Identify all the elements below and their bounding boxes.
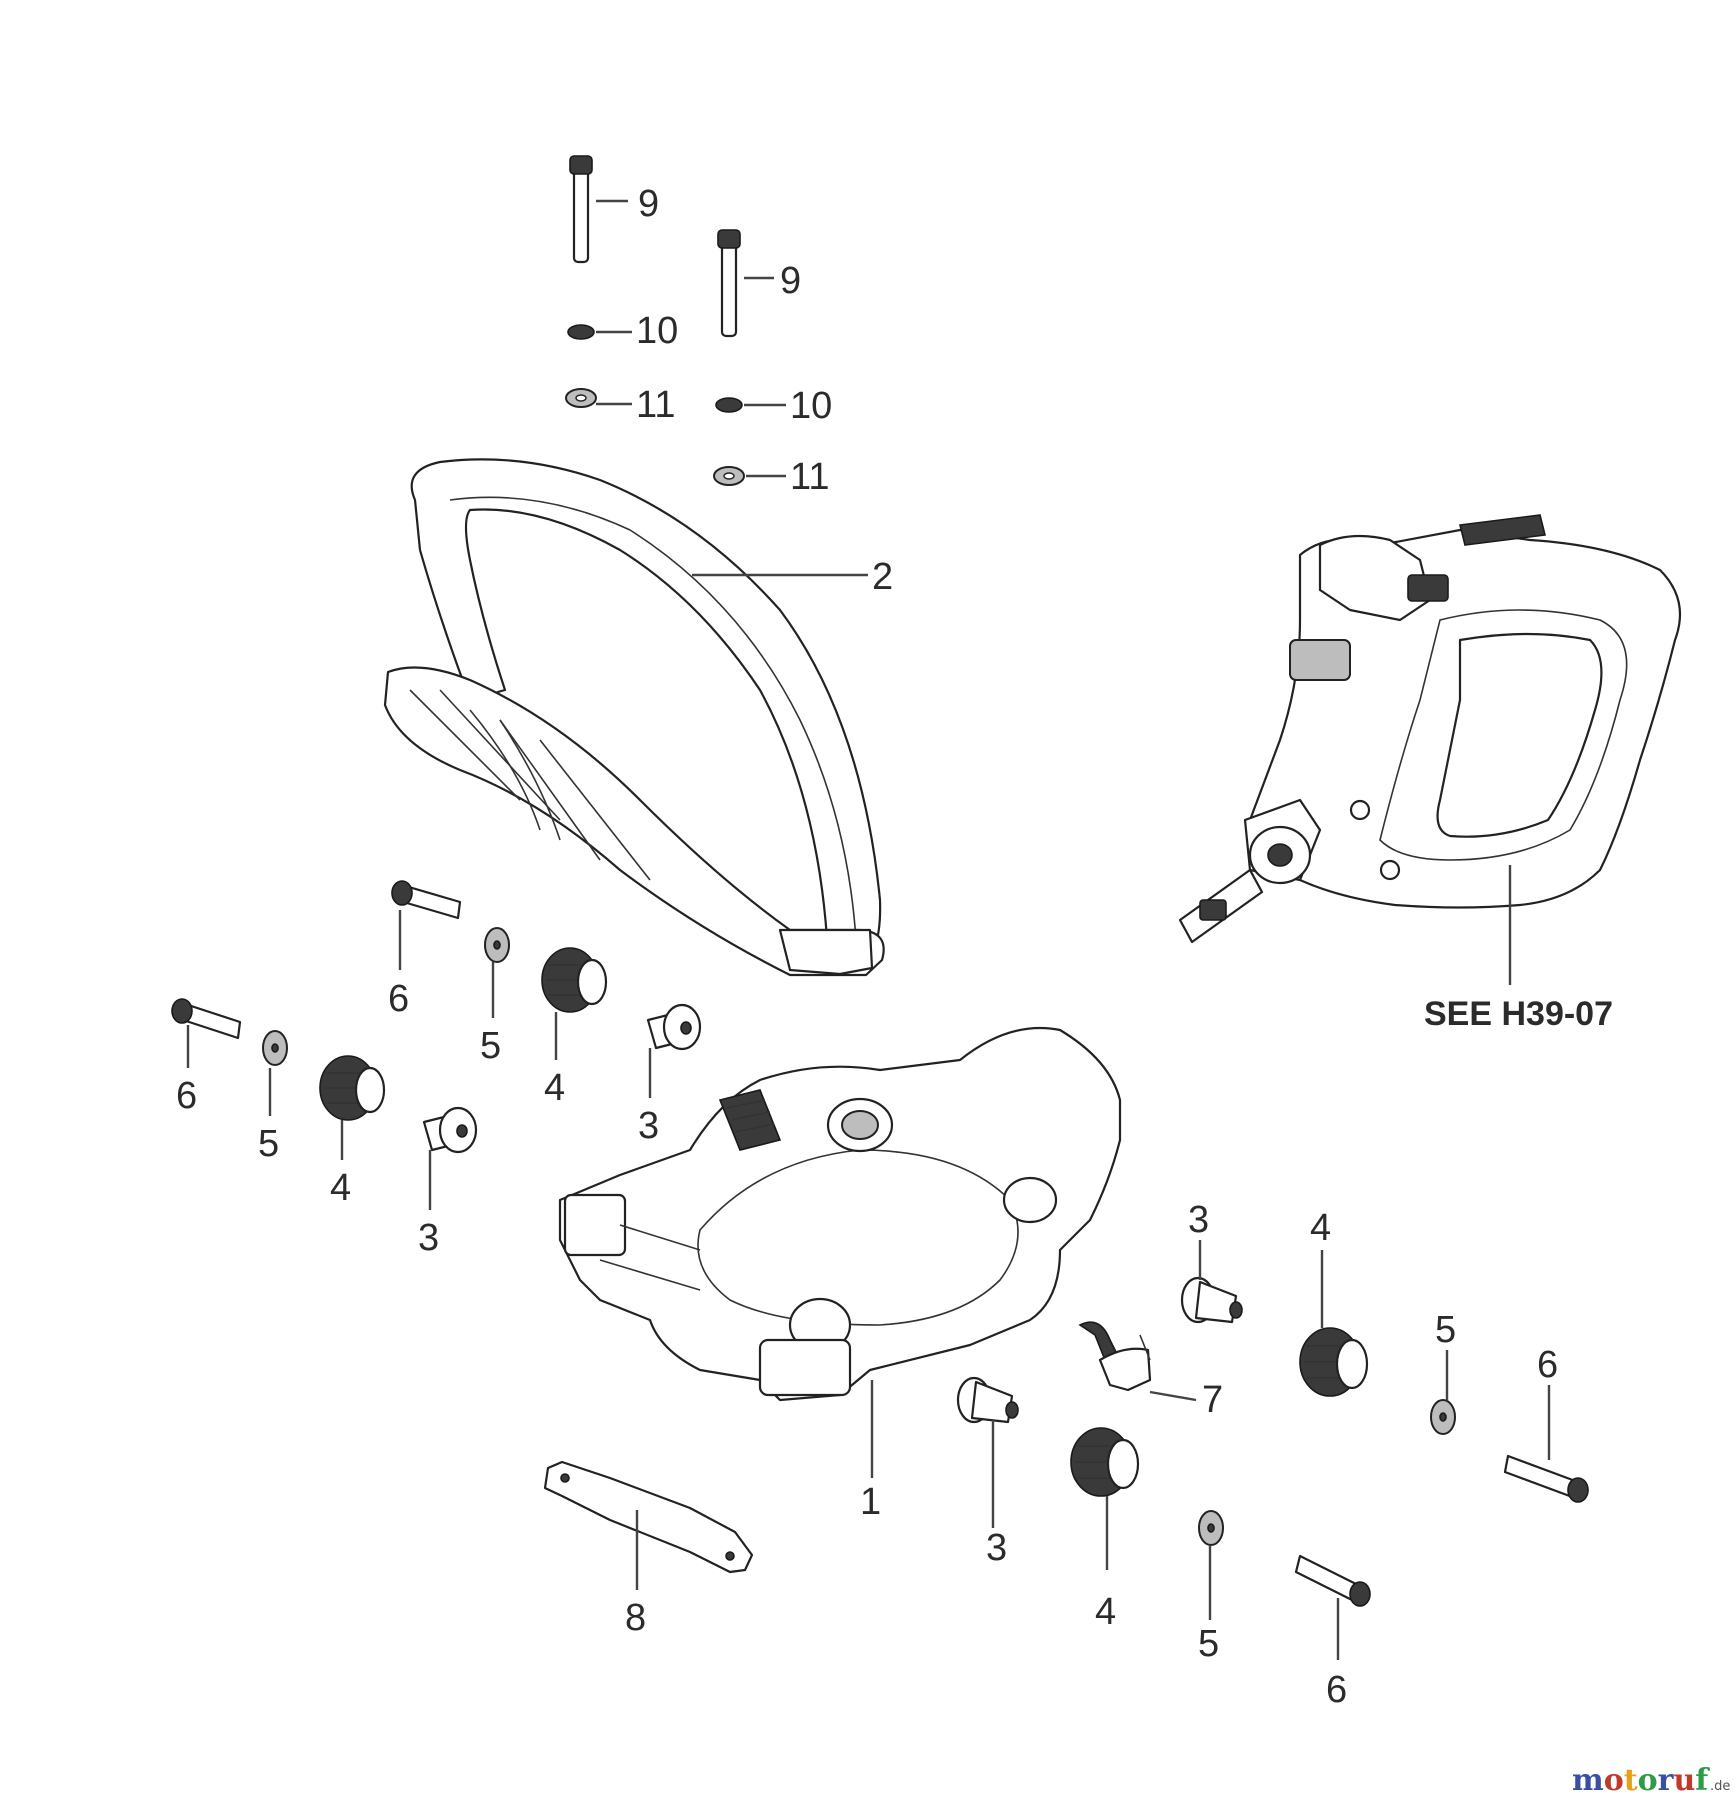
callout-6-a: 6 (388, 978, 409, 1020)
plate-part-8 (543, 1460, 754, 1574)
washer-part-11-left (565, 388, 597, 408)
lock-washer-part-10-left (567, 324, 595, 340)
watermark-letter: o (1638, 1763, 1658, 1798)
watermark-domain: .de (1710, 1779, 1730, 1794)
screw-part-6-c (1503, 1454, 1589, 1503)
watermark-letter: f (1695, 1763, 1710, 1798)
callout-5-a: 5 (480, 1025, 501, 1067)
callout-8: 8 (625, 1597, 646, 1639)
leader-lines (186, 199, 1551, 1660)
callout-1: 1 (860, 1481, 881, 1523)
front-handle-part-2 (383, 458, 885, 977)
watermark-letter: u (1673, 1763, 1695, 1798)
handle-bracket-part-1 (558, 1026, 1122, 1402)
callout-4-c: 4 (1310, 1207, 1331, 1249)
screw-part-6-a (391, 880, 462, 920)
washer-part-5-c (1430, 1399, 1456, 1435)
bolt-part-9-right (717, 229, 741, 338)
callout-10-left: 10 (636, 310, 678, 352)
grommet-part-4-a (541, 947, 608, 1013)
clip-part-7 (1078, 1321, 1152, 1392)
washer-part-11-right (713, 466, 745, 486)
callout-6-d: 6 (1326, 1669, 1347, 1711)
callout-3-b: 3 (418, 1217, 439, 1259)
bolt-part-9-left (569, 155, 593, 264)
washer-part-5-a (484, 927, 510, 963)
callout-11-right: 11 (790, 456, 829, 498)
lock-washer-part-10-right (715, 397, 743, 413)
callout-7: 7 (1202, 1379, 1223, 1421)
callout-10-right: 10 (790, 385, 832, 427)
bushing-part-3-c (1180, 1276, 1243, 1324)
callout-9-right: 9 (780, 260, 801, 302)
callout-5-d: 5 (1198, 1623, 1219, 1665)
callout-labels: 9 9 10 10 11 11 2 SEE H39-07 6 5 4 3 6 5… (176, 183, 1613, 1711)
watermark-letter: r (1658, 1763, 1675, 1798)
washer-part-5-b (262, 1030, 288, 1066)
washer-part-5-d (1198, 1510, 1224, 1546)
screw-part-6-d (1294, 1554, 1371, 1607)
callout-2: 2 (872, 556, 893, 598)
callout-6-c: 6 (1537, 1344, 1558, 1386)
bushing-part-3-b (422, 1106, 478, 1154)
bushing-part-3-d (956, 1376, 1019, 1424)
watermark-letter: t (1624, 1763, 1638, 1798)
callout-3-a: 3 (638, 1105, 659, 1147)
watermark-letter: m (1572, 1763, 1604, 1798)
callout-4-a: 4 (544, 1067, 565, 1109)
screw-part-6-b (171, 998, 242, 1040)
callout-5-b: 5 (258, 1123, 279, 1165)
callout-4-b: 4 (330, 1167, 351, 1209)
grommet-part-4-d (1070, 1427, 1140, 1497)
callout-5-c: 5 (1435, 1309, 1456, 1351)
callout-4-d: 4 (1095, 1591, 1116, 1633)
callout-6-b: 6 (176, 1075, 197, 1117)
callout-9-left: 9 (638, 183, 659, 225)
watermark-letter: o (1604, 1763, 1624, 1798)
watermark-logo: motoruf (1572, 1763, 1710, 1798)
callout-3-c: 3 (1188, 1199, 1209, 1241)
grommet-part-4-b (319, 1055, 386, 1121)
callout-11-left: 11 (636, 384, 675, 426)
see-reference-label: SEE H39-07 (1424, 995, 1613, 1033)
callout-3-d: 3 (986, 1527, 1007, 1569)
rear-handle-assembly (1178, 514, 1682, 944)
grommet-part-4-c (1299, 1327, 1369, 1397)
bushing-part-3-a (646, 1003, 702, 1051)
